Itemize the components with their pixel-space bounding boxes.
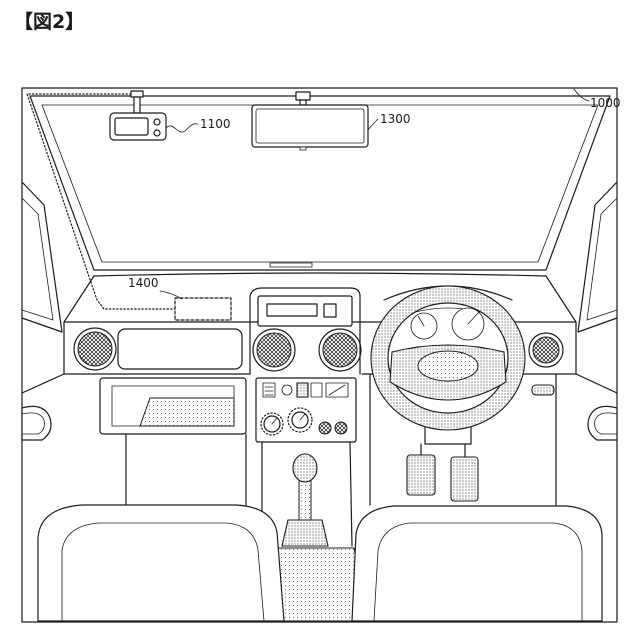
pedals: [407, 444, 478, 501]
defroster-slot: [270, 263, 312, 267]
control-button-3: [297, 383, 308, 397]
leader-1000: [574, 89, 589, 101]
right-air-vent: [529, 333, 563, 367]
label-1400: 1400: [128, 276, 159, 290]
left-air-vent: [74, 328, 116, 370]
compartment-shelf-shade: [140, 398, 234, 426]
control-button-2: [282, 385, 292, 395]
console-right-side: [350, 442, 352, 546]
mirror-body: [252, 105, 368, 147]
left-door-handle: [22, 406, 51, 440]
center-right-vent-grille: [323, 333, 357, 367]
leader-1400: [160, 291, 182, 299]
climate-control-panel: [256, 378, 356, 442]
mirror-stem: [300, 100, 306, 105]
right-dash-slot: [532, 385, 554, 395]
lower-left-compartment: [100, 378, 246, 434]
left-seat: [38, 505, 284, 621]
figure-title: 【図2】: [14, 10, 84, 33]
left-side-window-inner: [22, 198, 53, 320]
left-seat-back: [38, 505, 284, 621]
right-vent-grille: [533, 337, 559, 363]
knob-4: [335, 422, 347, 434]
display-area-box: [175, 298, 231, 320]
dash-camera: [110, 91, 166, 140]
steering-wheel: [371, 286, 525, 444]
right-side-window: [578, 182, 617, 332]
left-vent-grille: [78, 332, 112, 366]
rear-view-mirror: [252, 92, 368, 150]
dash-right-slope: [546, 276, 576, 322]
mirror-tab: [300, 147, 306, 150]
camera-stem: [134, 97, 140, 113]
center-left-air-vent: [253, 329, 295, 371]
gear-knob: [293, 454, 317, 482]
dash-left-slope: [64, 276, 94, 322]
gear-shaft: [299, 480, 311, 520]
steering-wheel-center-pad: [418, 351, 478, 381]
radio-display: [267, 304, 317, 316]
center-right-air-vent: [319, 329, 361, 371]
accelerator-pedal: [451, 457, 478, 501]
leader-1300: [368, 119, 378, 130]
label-1300: 1300: [380, 112, 411, 126]
brake-pedal: [407, 455, 435, 495]
control-button-4: [311, 383, 322, 397]
leader-1100: [166, 124, 198, 132]
label-1100: 1100: [200, 117, 231, 131]
right-door-handle: [588, 406, 617, 440]
camera-roof-mount: [131, 91, 143, 97]
label-1000: 1000: [590, 96, 621, 110]
center-left-vent-grille: [257, 333, 291, 367]
right-seat: [352, 506, 602, 621]
mirror-roof-mount: [296, 92, 310, 100]
right-door-line: [576, 374, 617, 393]
camera-button-top: [154, 119, 160, 125]
camera-button-bottom: [154, 130, 160, 136]
left-door-line: [22, 374, 64, 393]
radio-button: [324, 304, 336, 317]
dash-top-edge: [94, 273, 546, 276]
knob-3: [319, 422, 331, 434]
right-side-window-inner: [587, 198, 617, 320]
gear-boot: [282, 520, 328, 546]
camera-screen: [115, 118, 148, 135]
glove-panel: [118, 329, 242, 369]
